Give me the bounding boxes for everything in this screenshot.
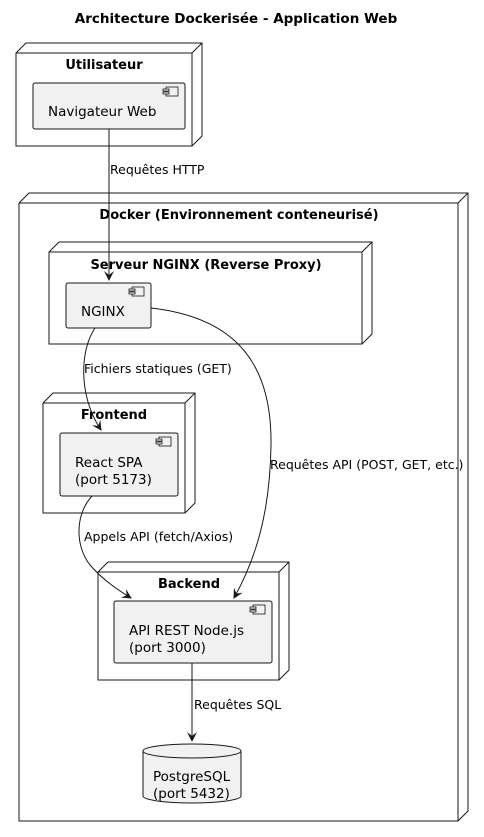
edge-label-fetch: Appels API (fetch/Axios) — [84, 529, 233, 544]
component-icon — [128, 286, 145, 297]
component-icon — [162, 86, 179, 97]
node-label-docker: Docker (Environnement conteneurisé) — [99, 208, 378, 223]
component-nginx: NGINX — [65, 282, 152, 329]
node-label-backend: Backend — [158, 577, 220, 592]
component-label-api-line2: (port 3000) — [129, 640, 206, 656]
component-label-nginx: NGINX — [81, 304, 125, 320]
component-label-navigateur: Navigateur Web — [48, 104, 156, 120]
edge-nginx-to-api — [150, 307, 272, 599]
edge-react-to-api — [78, 495, 132, 599]
database-label-line2: (port 5432) — [153, 786, 230, 802]
component-icon — [155, 436, 172, 447]
component-icon — [249, 604, 266, 615]
component-react-spa: React SPA (port 5173) — [59, 432, 179, 497]
component-label-api-line1: API REST Node.js — [129, 623, 244, 639]
component-navigateur-web: Navigateur Web — [32, 82, 186, 130]
database-label-line1: PostgreSQL — [153, 769, 231, 785]
edge-label-http: Requêtes HTTP — [110, 162, 205, 177]
node-label-frontend: Frontend — [81, 408, 147, 423]
edge-nginx-to-react — [83, 327, 102, 431]
edge-label-static: Fichiers statiques (GET) — [84, 361, 232, 376]
database-postgresql: PostgreSQL (port 5432) — [142, 743, 242, 804]
node-label-utilisateur: Utilisateur — [65, 58, 143, 73]
component-api-rest: API REST Node.js (port 3000) — [113, 600, 273, 664]
component-label-react-line2: (port 5173) — [75, 472, 152, 488]
diagram-title: Architecture Dockerisée - Application We… — [75, 11, 398, 27]
edge-label-api-requests: Requêtes API (POST, GET, etc.) — [270, 457, 463, 472]
edge-label-sql: Requêtes SQL — [194, 697, 281, 712]
node-label-serveur-nginx: Serveur NGINX (Reverse Proxy) — [90, 258, 321, 273]
component-label-react-line1: React SPA — [75, 455, 143, 471]
